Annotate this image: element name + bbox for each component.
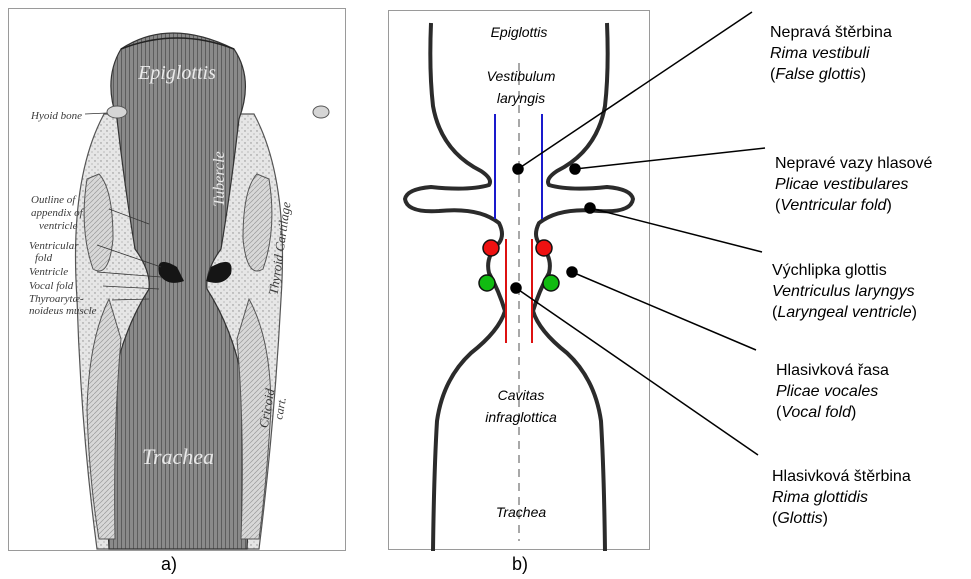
legend-item-false-glottis: Nepravá štěrbina Rima vestibuli (False g…: [770, 22, 892, 85]
vestibulum-label-1: Vestibulum: [487, 68, 556, 84]
legend-english-term: (Glottis): [772, 508, 911, 529]
legend-latin-term: Rima glottidis: [772, 487, 911, 508]
ventricular-fold-label-2: fold: [35, 252, 53, 264]
thyroarytaenoideus-label-2: noideus muscle: [29, 305, 97, 317]
panel-b-caption: b): [512, 554, 528, 575]
panel-a-caption: a): [161, 554, 177, 575]
ventricular-fold-label-1: Ventricular: [29, 240, 79, 252]
tubercle-label: Tubercle: [211, 151, 228, 206]
legend-latin-term: Ventriculus laryngys: [772, 281, 917, 302]
outline-appendix-label-1: Outline of: [31, 194, 77, 206]
cavitas-label-2: infraglottica: [485, 409, 557, 425]
vocal-fold-dot-left: [479, 275, 495, 291]
legend-english-term: (Vocal fold): [776, 402, 889, 423]
hyoid-bone-label: Hyoid bone: [30, 110, 82, 122]
legend-czech-term: Nepravá štěrbina: [770, 22, 892, 43]
legend-latin-term: Plicae vestibulares: [775, 174, 932, 195]
vocal-fold-label: Vocal fold: [29, 280, 74, 292]
legend-english-term: (Laryngeal ventricle): [772, 302, 917, 323]
outline-appendix-label-3: ventricle: [39, 220, 78, 232]
legend-czech-term: Hlasivková řasa: [776, 360, 889, 381]
legend-czech-term: Výchlipka glottis: [772, 260, 917, 281]
legend-english-term: (False glottis): [770, 64, 892, 85]
thyroarytaenoideus-label-1: Thyroarytæ-: [29, 293, 84, 305]
vestibulum-label-2: laryngis: [497, 90, 545, 106]
legend-czech-term: Nepravé vazy hlasové: [775, 153, 932, 174]
legend-item-ventricular-fold: Nepravé vazy hlasové Plicae vestibulares…: [775, 153, 932, 216]
outline-appendix-label-2: appendix of: [31, 207, 85, 219]
legend-english-term: (Ventricular fold): [775, 195, 932, 216]
legend-item-vocal-fold: Hlasivková řasa Plicae vocales (Vocal fo…: [776, 360, 889, 423]
schematic-panel: Epiglottis Vestibulum laryngis Cavitas i…: [388, 10, 650, 550]
cricoid-label-2: cart.: [271, 396, 289, 420]
legend-item-laryngeal-ventricle: Výchlipka glottis Ventriculus laryngys (…: [772, 260, 917, 323]
epiglottis-label: Epiglottis: [137, 62, 216, 84]
ventricle-label: Ventricle: [29, 266, 68, 278]
anatomy-illustration-panel: Epiglottis Hyoid bone Tubercle Thyroid C…: [8, 8, 346, 551]
larynx-schematic: Epiglottis Vestibulum laryngis Cavitas i…: [389, 11, 651, 551]
vocal-fold-dot-right: [543, 275, 559, 291]
epiglottis-label: Epiglottis: [491, 24, 548, 40]
ventricular-fold-dot-left: [483, 240, 499, 256]
trachea-engraving-label: Trachea: [142, 444, 214, 469]
larynx-engraving: Epiglottis Hyoid bone Tubercle Thyroid C…: [9, 9, 347, 552]
ventricular-fold-dot-right: [536, 240, 552, 256]
legend-item-glottis: Hlasivková štěrbina Rima glottidis (Glot…: [772, 466, 911, 529]
legend-latin-term: Rima vestibuli: [770, 43, 892, 64]
legend-latin-term: Plicae vocales: [776, 381, 889, 402]
trachea-label: Trachea: [496, 504, 547, 520]
cavitas-label-1: Cavitas: [498, 387, 545, 403]
legend-czech-term: Hlasivková štěrbina: [772, 466, 911, 487]
